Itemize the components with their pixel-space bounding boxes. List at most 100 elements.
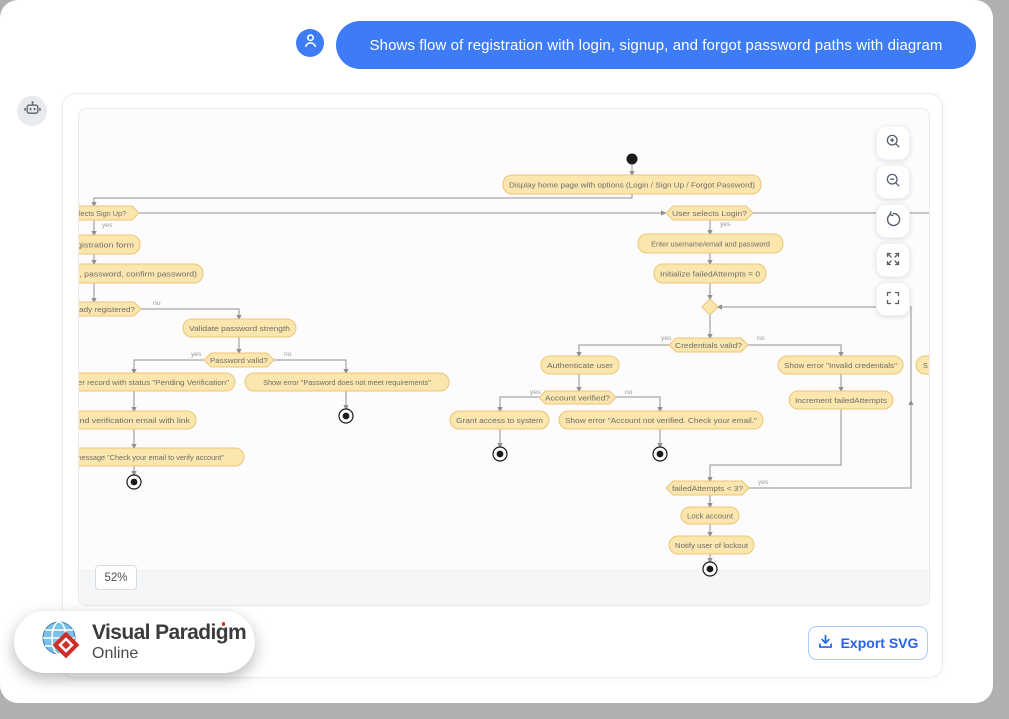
svg-text:Enter username/email and passw: Enter username/email and password	[651, 240, 770, 249]
svg-text:Display home page with options: Display home page with options (Login / …	[509, 181, 755, 190]
node-merge	[701, 298, 719, 316]
node-email-already-registered: Email already registered?	[79, 301, 142, 317]
node-clipped-right-node: S	[915, 355, 929, 375]
activity-diagram[interactable]: yes no yes no yes yes no yes no yes Display home p…	[79, 109, 929, 605]
svg-text:no: no	[284, 351, 292, 358]
user-avatar	[296, 29, 324, 57]
node-password-valid: Password valid?	[203, 352, 275, 368]
svg-text:yes: yes	[191, 351, 202, 358]
svg-text:yes: yes	[720, 221, 731, 228]
diagram-edges: yes no yes no yes yes no yes no yes	[91, 165, 929, 564]
diagram-nodes: Display home page with options (Login / …	[79, 153, 929, 577]
zoom-in-icon	[885, 133, 902, 153]
bot-avatar	[17, 96, 47, 126]
svg-text:no: no	[757, 335, 765, 342]
node-user-selects-login: User selects Login?	[665, 205, 754, 221]
node-display-home: Display home page with options (Login / …	[502, 174, 762, 195]
node-enter-credentials: Enter username/email and password	[637, 233, 784, 254]
svg-text:S: S	[923, 361, 928, 370]
diagram-viewport[interactable]: yes no yes no yes yes no yes no yes Display home p…	[78, 108, 930, 606]
node-end-lockout	[702, 561, 718, 577]
node-authenticate-user: Authenticate user	[540, 355, 620, 375]
download-icon	[818, 634, 833, 652]
svg-text:yes: yes	[530, 389, 541, 396]
svg-text:Show error "Password does not: Show error "Password does not meet requi…	[263, 378, 431, 387]
node-check-email-message: Show message "Check your email to verify…	[79, 447, 245, 467]
node-start	[626, 153, 638, 165]
logo-subtitle: Online	[92, 645, 139, 662]
zoom-level-badge: 52%	[95, 565, 137, 590]
node-invalid-credentials: Show error "Invalid credentials"	[777, 355, 904, 375]
vp-logo-card[interactable]: Visual Paradigm Online	[14, 611, 255, 673]
fit-to-screen-icon	[885, 251, 901, 270]
robot-icon	[23, 100, 41, 122]
svg-text:User selects Sign Up?: User selects Sign Up?	[79, 209, 126, 218]
person-icon	[303, 33, 318, 53]
node-end-signup	[126, 474, 142, 490]
svg-text:Enter details (email, password: Enter details (email, password, confirm …	[79, 270, 197, 279]
zoom-out-icon	[885, 172, 902, 192]
node-end-account-error	[652, 446, 668, 462]
node-account-error: Show error "Account not verified. Check …	[558, 410, 764, 430]
svg-text:Lock account: Lock account	[687, 512, 733, 521]
logo-title: Visual Paradigm	[92, 621, 247, 644]
svg-text:yes: yes	[661, 335, 672, 342]
chat-message: Shows flow of registration with login, s…	[369, 36, 943, 54]
fullscreen-button[interactable]	[876, 282, 910, 316]
zoom-in-button[interactable]	[876, 126, 910, 160]
node-notify-lockout: Notify user of lockout	[668, 535, 755, 555]
export-svg-label: Export SVG	[840, 635, 919, 651]
node-failed-attempts-check: failedAttempts < 3?	[665, 480, 750, 496]
svg-text:Account verified?: Account verified?	[545, 394, 610, 403]
node-end-grant	[492, 446, 508, 462]
diagram-toolbar	[876, 126, 910, 316]
node-validate-password-strength: Validate password strength	[182, 318, 297, 338]
node-enter-details: Enter details (email, password, confirm …	[79, 263, 204, 284]
svg-text:Notify user of lockout: Notify user of lockout	[675, 541, 748, 550]
node-end-password-error	[338, 408, 354, 424]
svg-text:Validate password strength: Validate password strength	[189, 324, 290, 333]
svg-text:yes: yes	[758, 479, 769, 486]
node-create-user-record: Create user record with status "Pending …	[79, 372, 236, 392]
vp-globe-icon	[40, 618, 84, 667]
svg-text:Initialize failedAttempts = 0: Initialize failedAttempts = 0	[660, 270, 760, 279]
node-send-verification-email: Send verification email with link	[79, 410, 197, 430]
svg-text:Send verification email with l: Send verification email with link	[79, 416, 190, 425]
svg-text:Show error "Invalid credential: Show error "Invalid credentials"	[784, 361, 897, 370]
svg-text:User selects Login?: User selects Login?	[672, 209, 747, 218]
logo-text: Visual Paradigm Online	[92, 621, 247, 662]
svg-text:Increment failedAttempts: Increment failedAttempts	[795, 396, 887, 405]
svg-text:yes: yes	[102, 222, 113, 229]
svg-text:no: no	[153, 300, 161, 307]
svg-text:failedAttempts < 3?: failedAttempts < 3?	[672, 484, 743, 493]
app-card: Shows flow of registration with login, s…	[0, 0, 993, 703]
fullscreen-icon	[885, 290, 901, 309]
svg-text:Display registration form: Display registration form	[79, 241, 134, 250]
node-account-verified: Account verified?	[538, 390, 617, 405]
zoom-out-button[interactable]	[876, 165, 910, 199]
svg-text:Email already registered?: Email already registered?	[79, 305, 135, 314]
reset-view-button[interactable]	[876, 204, 910, 238]
fit-to-screen-button[interactable]	[876, 243, 910, 277]
svg-text:Grant access to system: Grant access to system	[456, 416, 543, 425]
node-increment-failed-attempts: Increment failedAttempts	[788, 390, 894, 410]
svg-text:Show error "Account not verifi: Show error "Account not verified. Check …	[565, 416, 757, 425]
export-svg-button[interactable]: Export SVG	[808, 626, 928, 660]
viewer-card: yes no yes no yes yes no yes no yes Display home p…	[62, 93, 943, 678]
svg-text:no: no	[625, 389, 633, 396]
node-init-failed-attempts: Initialize failedAttempts = 0	[653, 263, 767, 284]
svg-text:Credentials valid?: Credentials valid?	[675, 341, 742, 350]
zoom-level-value: 52%	[104, 571, 128, 584]
node-user-selects-signup: User selects Sign Up?	[79, 205, 140, 221]
chat-bubble: Shows flow of registration with login, s…	[336, 21, 976, 69]
svg-text:Authenticate user: Authenticate user	[547, 361, 614, 370]
node-grant-access: Grant access to system	[449, 410, 550, 430]
reset-view-icon	[885, 211, 902, 231]
node-display-registration-form: Display registration form	[79, 234, 141, 255]
svg-text:Create user record with status: Create user record with status "Pending …	[79, 378, 229, 387]
svg-text:Show message "Check your email: Show message "Check your email to verify…	[79, 453, 224, 462]
node-lock-account: Lock account	[680, 506, 740, 525]
viewport-footer-band	[79, 570, 929, 605]
svg-text:Password valid?: Password valid?	[210, 356, 268, 365]
node-password-error: Show error "Password does not meet requi…	[244, 372, 450, 392]
